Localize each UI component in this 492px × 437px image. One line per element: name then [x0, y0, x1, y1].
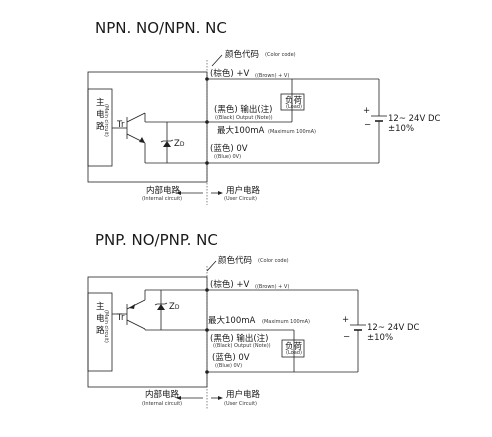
npn-terminal-blue: [205, 161, 209, 165]
pnp-zener-diode: [157, 304, 165, 310]
npn-title: NPN. NO/NPN. NC: [95, 19, 227, 37]
npn-main-circuit-box: [87, 88, 113, 167]
npn-internal-label: 内部电路: [146, 185, 181, 196]
npn-user-label: 用户电路: [226, 185, 261, 196]
pnp-blue-label: (蓝色) 0V: [212, 352, 250, 363]
pnp-output-label-en: ((Black) Output (Note)): [213, 343, 271, 349]
npn-user-arrowhead: [218, 191, 223, 195]
npn-load-label: 负荷: [285, 95, 303, 106]
pnp-user-label-en: (User Circuit): [224, 401, 257, 407]
pnp-battery-minus: −: [343, 332, 350, 342]
npn-main-circuit-label: 主电路: [96, 97, 105, 132]
npn-brown-label-en: ((Brown) + V): [255, 73, 289, 79]
npn-user-label-en: (User Circuit): [224, 196, 257, 202]
npn-output-label: (黑色) 输出(注): [214, 104, 272, 115]
npn-transistor-collector: [126, 112, 146, 123]
npn-diagram: NPN. NO/NPN. NC 颜色代码 (Color code) 主电路 (M…: [87, 19, 441, 205]
pnp-zener-label: ZD: [169, 302, 180, 312]
pnp-emitter-arrow: [129, 304, 135, 309]
pnp-blue-label-en: ((Blue) 0V): [215, 363, 242, 369]
npn-output-label-en: ((Black) Output (Note)): [215, 115, 273, 121]
pnp-internal-label: 内部电路: [145, 389, 180, 400]
pnp-load-label: 负荷: [285, 341, 303, 352]
pnp-terminal-blue: [205, 370, 209, 374]
npn-brown-label: (棕色) +V: [210, 68, 249, 79]
npn-max-current-label: 最大100mA: [217, 125, 265, 136]
pnp-brown-label: (棕色) +V: [210, 279, 249, 290]
npn-main-circuit-label-en: (Main circuit): [103, 104, 109, 137]
npn-load-label-en: (Load): [286, 104, 302, 110]
npn-terminal-brown: [205, 77, 209, 81]
npn-battery-plus: +: [363, 106, 370, 116]
pnp-main-circuit-label: 主电路: [96, 301, 105, 336]
pnp-internal-label-en: (Internal circuit): [142, 401, 182, 407]
pnp-battery-plus: +: [342, 315, 349, 325]
npn-zener-diode: [163, 141, 171, 147]
pnp-transistor-collector: [126, 319, 146, 330]
npn-transistor-label: Tr: [116, 120, 125, 130]
pnp-terminal-brown: [205, 288, 209, 292]
pnp-color-code-label-en: (Color code): [258, 258, 289, 264]
pnp-title: PNP. NO/PNP. NC: [95, 231, 218, 249]
pnp-brown-label-en: ((Brown) + V): [255, 284, 289, 290]
pnp-load-label-en: (Load): [286, 350, 302, 356]
pnp-max-current-label-en: (Maximum 100mA): [262, 319, 310, 325]
pnp-transistor-label: Tr: [116, 313, 125, 323]
npn-internal-label-en: (Internal circuit): [142, 196, 182, 202]
npn-supply-voltage: 12~ 24V DC: [388, 114, 441, 124]
npn-color-code-label-en: (Color code): [265, 52, 296, 58]
pnp-internal-arrowhead: [176, 396, 181, 400]
npn-blue-label: (蓝色) 0V: [210, 143, 248, 154]
npn-zener-label: ZD: [174, 139, 185, 149]
pnp-color-code-label: 颜色代码: [218, 255, 252, 266]
pnp-supply-voltage: 12~ 24V DC: [367, 323, 420, 333]
npn-supply-tolerance: ±10%: [388, 124, 414, 134]
pnp-diagram: PNP. NO/PNP. NC 颜色代码 (Color code) 主电路 (M…: [87, 231, 420, 410]
npn-color-code-leader: [211, 54, 223, 67]
pnp-main-circuit-label-en: (Main circuit): [103, 310, 109, 343]
pnp-color-code-leader: [206, 260, 217, 272]
npn-zener-bar: [160, 139, 174, 143]
pnp-load-box: [281, 339, 305, 358]
pnp-user-arrowhead: [218, 396, 223, 400]
npn-load-box: [280, 93, 305, 111]
npn-internal-arrowhead: [176, 191, 181, 195]
npn-terminal-black: [205, 120, 209, 124]
npn-blue-label-en: ((Blue) 0V): [214, 154, 241, 160]
npn-battery-minus: −: [364, 120, 371, 130]
pnp-zener-bar: [154, 302, 168, 306]
pnp-max-current-label: 最大100mA: [208, 315, 256, 326]
npn-emitter-arrow: [139, 137, 145, 143]
pnp-user-label: 用户电路: [226, 389, 261, 400]
pnp-main-circuit-box: [87, 292, 113, 372]
pnp-output-label: (黑色) 输出(注): [210, 333, 268, 344]
pnp-supply-tolerance: ±10%: [367, 333, 393, 343]
pnp-terminal-black: [205, 328, 209, 332]
npn-color-code-label: 颜色代码: [225, 49, 259, 60]
npn-max-current-label-en: (Maximum 100mA): [268, 129, 316, 135]
